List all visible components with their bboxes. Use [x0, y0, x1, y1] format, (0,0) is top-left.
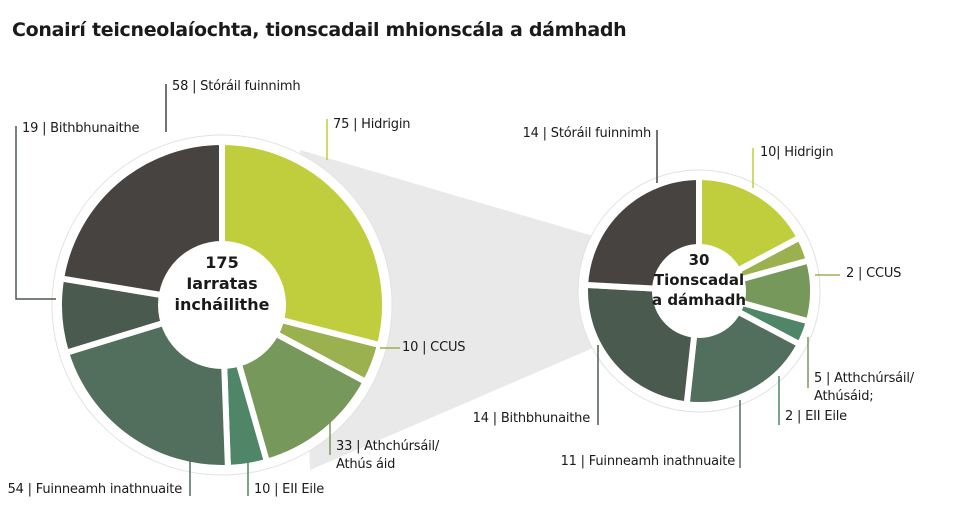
data-label-line: 5 | Atthchúrsáil/ — [814, 371, 914, 386]
chart-title: Conairí teicneolaíochta, tionscadail mhi… — [12, 19, 627, 41]
center-count: 30 — [688, 251, 710, 269]
data-label: 33 | Athchúrsáil/ Athús áid — [336, 438, 439, 474]
center-text: a dámhadh — [651, 291, 747, 309]
data-label: 2 | EII Eile — [785, 409, 847, 424]
leader-line — [15, 126, 56, 300]
data-label: 2 | CCUS — [846, 266, 902, 281]
data-label: 54 | Fuinneamh inathnuaite — [7, 482, 183, 497]
center-text: incháilithe — [174, 295, 270, 314]
data-label-line: 33 | Athchúrsáil/ — [336, 439, 440, 454]
data-label: 5 | Atthchúrsáil/ Athúsáid; — [814, 370, 914, 406]
center-label-applications: 175 Iarratas incháilithe — [157, 252, 287, 315]
center-label-awarded: 30 Tionscadal a dámhadh — [644, 250, 754, 310]
data-label-line: Athús áid — [336, 457, 396, 472]
data-label: 58 | Stóráil fuinnimh — [172, 79, 301, 94]
data-label: 11 | Fuinneamh inathnuaite — [560, 454, 736, 469]
data-label: 14 | Stóráil fuinnimh — [522, 126, 652, 141]
donut-hole — [158, 241, 286, 369]
data-label: 75 | Hidrigin — [333, 117, 411, 132]
pie-awarded — [577, 169, 821, 413]
data-label: 10| Hidrigin — [760, 145, 834, 160]
center-text: Tionscadal — [653, 271, 745, 289]
data-label: 10 | CCUS — [402, 340, 466, 355]
data-label: 19 | Bithbhunaithe — [22, 121, 140, 136]
leader-lines — [15, 84, 840, 496]
center-count: 175 — [205, 253, 239, 272]
data-label-line: Athúsáid; — [814, 389, 874, 404]
pie-applications — [51, 134, 393, 476]
data-label: 14 | Bithbhunaithe — [472, 411, 591, 426]
data-label: 10 | EII Eile — [254, 482, 325, 497]
center-text: Iarratas — [186, 274, 258, 293]
donut-hole — [652, 244, 746, 338]
